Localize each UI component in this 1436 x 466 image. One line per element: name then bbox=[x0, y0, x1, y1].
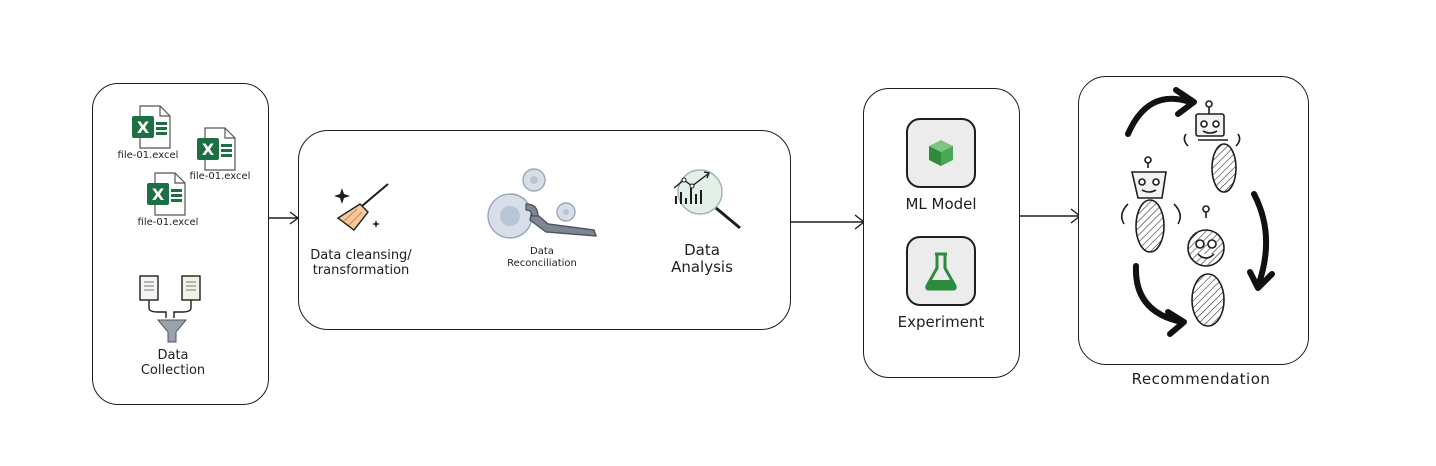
cube-icon bbox=[929, 140, 953, 166]
ml-model-tile bbox=[906, 118, 976, 188]
broom-icon bbox=[334, 183, 389, 231]
data-reconciliation-label: Data Reconciliation bbox=[507, 246, 577, 269]
svg-text:X: X bbox=[137, 118, 150, 137]
flask-icon bbox=[925, 252, 957, 291]
svg-text:X: X bbox=[202, 140, 215, 159]
recommendation-box bbox=[1078, 76, 1309, 365]
robot-icon bbox=[1187, 205, 1225, 327]
experiment-label: Experiment bbox=[897, 313, 985, 331]
robot-icon bbox=[1120, 156, 1182, 253]
data-analysis-label: Data Analysis bbox=[671, 241, 733, 277]
data-collection-box bbox=[92, 83, 269, 405]
analysis-magnifier-icon bbox=[673, 169, 741, 230]
robot-icon bbox=[1183, 100, 1241, 193]
excel-file-icon: X bbox=[132, 105, 171, 149]
recommendation-label: Recommendation bbox=[1131, 370, 1271, 388]
file-label-3: file-01.excel bbox=[137, 217, 199, 228]
file-label-2: file-01.excel bbox=[189, 171, 251, 182]
data-collection-label: Data Collection bbox=[140, 348, 206, 378]
excel-file-icon: X bbox=[147, 172, 186, 216]
file-label-1: file-01.excel bbox=[117, 150, 179, 161]
excel-file-icon: X bbox=[197, 127, 236, 171]
experiment-tile bbox=[906, 236, 976, 306]
svg-text:X: X bbox=[152, 185, 165, 204]
gears-wrench-icon bbox=[487, 168, 597, 239]
cycle-arrow-icon bbox=[1251, 191, 1269, 289]
ml-model-label: ML Model bbox=[905, 195, 977, 213]
data-funnel-icon bbox=[139, 275, 201, 343]
data-cleansing-label: Data cleansing/ transformation bbox=[310, 248, 412, 278]
cycle-arrow-icon bbox=[1125, 95, 1193, 137]
cycle-arrow-icon bbox=[1132, 263, 1185, 325]
robots-cycle-illustration bbox=[1120, 87, 1275, 337]
